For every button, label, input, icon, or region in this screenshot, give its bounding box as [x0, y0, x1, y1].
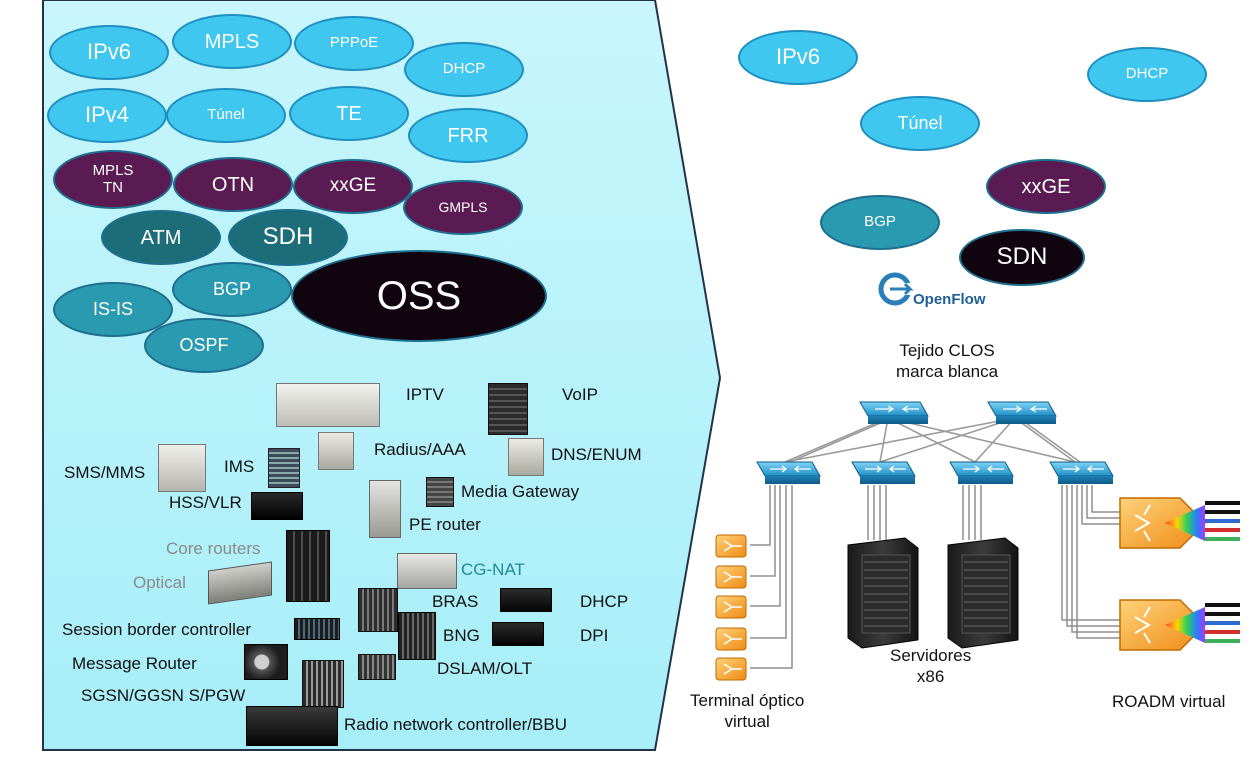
- label-dhcp: DHCP: [580, 592, 629, 611]
- oval-ipv4: IPv4: [47, 88, 167, 143]
- oval-pppoe: PPPoE: [294, 16, 414, 71]
- leaf-switch-4: [1049, 461, 1114, 484]
- label-voip: VoIP: [562, 385, 598, 404]
- label-radius: Radius/AAA: [374, 440, 466, 459]
- openflow-label: OpenFlow: [913, 291, 986, 308]
- rnc-equipment-icon: [246, 706, 338, 746]
- oval-bgp: BGP: [172, 262, 292, 317]
- oval-virtual-ipv6: IPv6: [738, 30, 858, 85]
- oval-ipv6: IPv6: [49, 25, 169, 80]
- label-message-router: Message Router: [72, 654, 197, 673]
- clos-fabric-label: Tejido CLOS marca blanca: [896, 341, 999, 382]
- server-links: [867, 485, 982, 540]
- oval-is-is: IS-IS: [53, 282, 173, 337]
- oval-virtual-sdn: SDN: [959, 229, 1085, 286]
- oval-ospf: OSPF: [144, 318, 264, 373]
- oval-otn: OTN: [173, 157, 293, 212]
- spine-switch-2: [987, 401, 1057, 424]
- oval-virtual-bgp: BGP: [820, 195, 940, 250]
- roadm-links: [1061, 485, 1120, 639]
- server-rack-1: [847, 537, 919, 649]
- openflow-logo-icon: [878, 272, 914, 306]
- dhcp-equipment-icon: [500, 588, 552, 612]
- hss-equipment-icon: [251, 492, 303, 520]
- label-sms: SMS/MMS: [64, 463, 146, 482]
- label-hss: HSS/VLR: [169, 493, 242, 512]
- sgsn-equipment-icon: [302, 660, 344, 708]
- bng-equipment-icon: [398, 612, 436, 660]
- oval-te: TE: [289, 86, 409, 141]
- dpi-equipment-icon: [492, 622, 544, 646]
- terminal-links: [750, 485, 793, 669]
- oval-tunel: Túnel: [166, 88, 286, 143]
- label-bras: BRAS: [432, 592, 479, 611]
- media-gateway-equipment-icon: [426, 477, 454, 507]
- roadm-1: [1119, 497, 1240, 549]
- sbc-equipment-icon: [294, 618, 340, 640]
- oval-virtual-tunel: Túnel: [860, 96, 980, 151]
- optical-terminals: [715, 534, 747, 681]
- oval-frr: FRR: [408, 108, 528, 163]
- bras-equipment-icon: [358, 588, 398, 632]
- label-dslam: DSLAM/OLT: [437, 659, 533, 678]
- dns-equipment-icon: [508, 438, 544, 476]
- oval-xxge: xxGE: [293, 159, 413, 214]
- label-dns: DNS/ENUM: [551, 445, 642, 464]
- roadm-label: ROADM virtual: [1112, 692, 1226, 711]
- radius-equipment-icon: [318, 432, 354, 470]
- label-ims: IMS: [224, 457, 255, 476]
- pe-router-equipment-icon: [369, 480, 401, 538]
- roadm-2: [1119, 599, 1240, 651]
- oval-dhcp: DHCP: [404, 42, 524, 97]
- oval-mpls-tn: MPLS TN: [53, 150, 173, 209]
- oval-atm: ATM: [101, 210, 221, 265]
- cgnat-equipment-icon: [397, 553, 457, 589]
- label-core-routers: Core routers: [166, 539, 261, 558]
- oval-sdh: SDH: [228, 209, 348, 266]
- leaf-switch-1: [756, 461, 821, 484]
- label-rnc: Radio network controller/BBU: [344, 715, 567, 734]
- iptv-equipment-icon: [276, 383, 380, 427]
- oval-virtual-dhcp: DHCP: [1087, 47, 1207, 102]
- spine-switch-1: [859, 401, 929, 424]
- label-cgnat: CG-NAT: [461, 560, 525, 579]
- terminal-label: Terminal óptico virtual: [690, 691, 805, 732]
- oval-virtual-xxge: xxGE: [986, 159, 1106, 214]
- sms-equipment-icon: [158, 444, 206, 492]
- oval-gmpls: GMPLS: [403, 180, 523, 235]
- label-bng: BNG: [443, 626, 480, 645]
- leaf-switch-2: [851, 461, 916, 484]
- label-sgsn: SGSN/GGSN S/PGW: [81, 686, 246, 705]
- label-dpi: DPI: [580, 626, 609, 645]
- servers-label: Servidores x86: [890, 646, 972, 687]
- voip-equipment-icon: [488, 383, 528, 435]
- core-routers-equipment-icon: [286, 530, 330, 602]
- dslam-equipment-icon: [358, 654, 396, 680]
- label-iptv: IPTV: [406, 385, 444, 404]
- label-sbc: Session border controller: [62, 620, 251, 639]
- oval-oss: OSS: [291, 250, 547, 342]
- label-pe-router: PE router: [409, 515, 481, 534]
- label-optical: Optical: [133, 573, 186, 592]
- oval-mpls: MPLS: [172, 14, 292, 69]
- label-media-gateway: Media Gateway: [461, 482, 580, 501]
- ims-equipment-icon: [268, 448, 300, 488]
- server-rack-2: [947, 537, 1019, 649]
- message-router-equipment-icon: [244, 644, 288, 680]
- leaf-switch-3: [949, 461, 1014, 484]
- clos-links: [784, 417, 1081, 463]
